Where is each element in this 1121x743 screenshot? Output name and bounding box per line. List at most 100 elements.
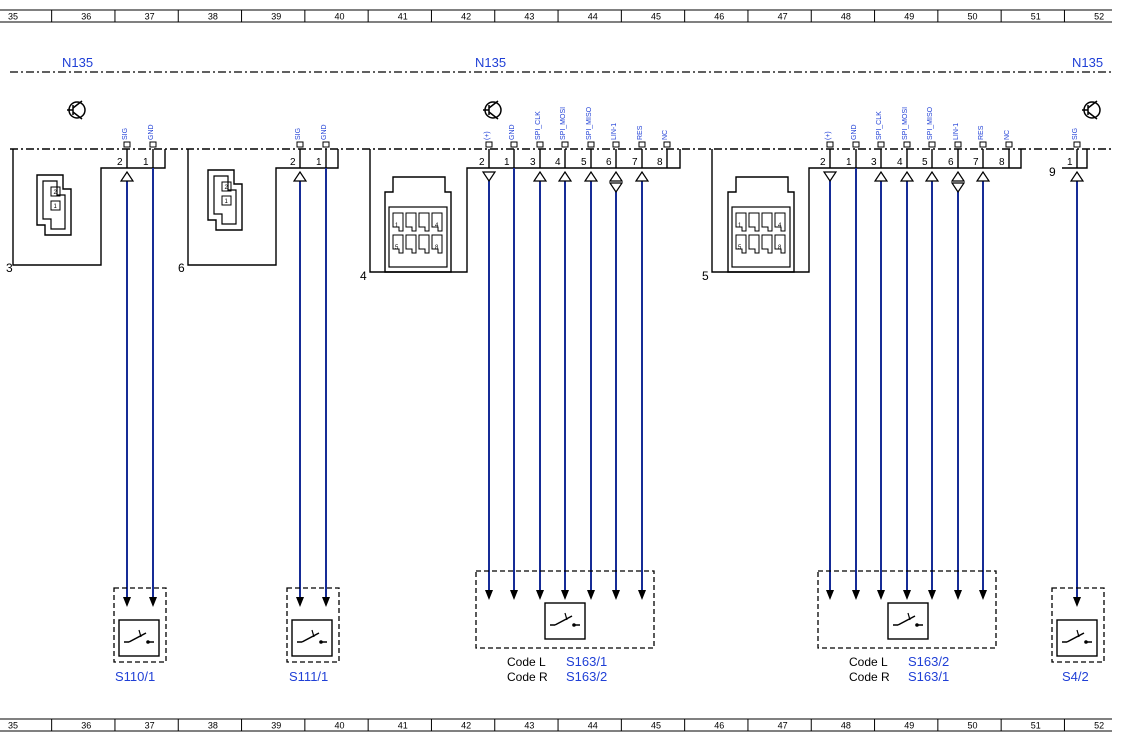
module-label-center: N135 <box>475 55 506 70</box>
housing-pin-number: 1 <box>54 204 58 210</box>
pin-contact <box>510 141 518 148</box>
ruler-labels: 3535363637373838393940404141424243434444… <box>8 10 1104 731</box>
ruler-top <box>0 9 1112 23</box>
switch-body <box>887 602 929 640</box>
device-boundary <box>113 587 167 663</box>
ruler-number-top: 51 <box>1031 12 1041 22</box>
housing-pin-number: 1 <box>225 199 229 205</box>
pin-4-8: NC8 <box>657 130 671 168</box>
pin-4-4: SPI_MOSI 4 <box>555 107 573 182</box>
code-l-value: S163/2 <box>908 654 949 669</box>
ruler-number-bottom: 43 <box>524 721 534 731</box>
signal-bidirectional-arrow <box>950 182 966 194</box>
ruler-number-top: 47 <box>778 12 788 22</box>
pin-contact <box>587 141 595 148</box>
connector-outline <box>1062 149 1088 169</box>
module-label-left: N135 <box>62 55 93 70</box>
pin-name: (+) <box>825 131 832 140</box>
pin-contact <box>485 141 493 148</box>
pin-4-2: (+)2 <box>479 131 497 183</box>
pin-number: 5 <box>581 157 587 168</box>
device-S4_2: S4/2 <box>1051 587 1105 684</box>
pin-5-8: NC8 <box>999 130 1013 168</box>
pin-contact <box>852 141 860 148</box>
ruler-number-top: 43 <box>524 12 534 22</box>
ruler-bottom <box>0 718 1112 732</box>
ruler-number-bottom: 40 <box>335 721 345 731</box>
pin-name: GND <box>321 124 328 140</box>
switch-actuator <box>1076 629 1080 638</box>
pin-contact <box>561 141 569 148</box>
pin-name: SIG <box>295 128 302 140</box>
transistor-icon <box>483 100 502 120</box>
pin-number: 8 <box>999 157 1005 168</box>
pin-contact <box>638 141 646 148</box>
housing-cavity <box>761 212 773 232</box>
wire-end-arrow <box>322 597 330 607</box>
housing-cavity <box>774 234 786 254</box>
switch-icon <box>887 602 929 640</box>
ruler-number-top: 42 <box>461 12 471 22</box>
connector-9: 9 <box>1049 149 1088 179</box>
ruler-number-bottom: 50 <box>968 721 978 731</box>
pin-number: 1 <box>316 157 322 168</box>
switch-icon <box>1056 619 1098 657</box>
pin-name: SPI_MISO <box>927 106 934 140</box>
housing-body <box>727 176 795 273</box>
ruler-number-top: 38 <box>208 12 218 22</box>
pin-number: 2 <box>820 157 826 168</box>
pin-number: 4 <box>555 157 561 168</box>
switch-body <box>291 619 333 657</box>
ruler-number-top: 35 <box>8 12 18 22</box>
pins: SIG2GND1SIG2GND1(+)2GND1SPI_CLK3SPI_MOSI… <box>117 106 1085 194</box>
housing-cavity <box>431 212 443 232</box>
housing-cavity <box>392 212 404 232</box>
pin-name: RES <box>637 125 644 140</box>
pin-number: 1 <box>143 157 149 168</box>
ruler-number-bottom: 47 <box>778 721 788 731</box>
pin-number: 7 <box>973 157 979 168</box>
housing-pin <box>50 200 61 211</box>
device-label: S111/1 <box>289 669 328 684</box>
wires <box>123 168 1081 607</box>
ruler-number-top: 39 <box>271 12 281 22</box>
connector-outline <box>369 149 681 273</box>
wire-end-arrow <box>510 590 518 600</box>
housing-pin-number: 4 <box>435 223 439 229</box>
ruler-number-bottom: 37 <box>145 721 155 731</box>
signal-input-arrow <box>1069 170 1085 182</box>
device-boundary <box>1051 587 1105 663</box>
pin-number: 1 <box>846 157 852 168</box>
housing-cavity <box>735 212 747 232</box>
ruler-number-top: 41 <box>398 12 408 22</box>
pin-name: GND <box>509 124 516 140</box>
device-label: S4/2 <box>1062 669 1089 684</box>
switch-icon <box>544 602 586 640</box>
wire-end-arrow <box>536 590 544 600</box>
pin-name: RES <box>978 125 985 140</box>
housing-cavity <box>418 234 430 254</box>
pin-name: SPI_MISO <box>586 106 593 140</box>
housing-pin <box>50 186 61 197</box>
ruler-number-top: 46 <box>714 12 724 22</box>
housing-cavity <box>405 234 417 254</box>
pin-name: SPI_MOSI <box>560 107 567 140</box>
housing-pin <box>221 195 232 206</box>
wire-end-arrow <box>561 590 569 600</box>
wire-end-arrow <box>149 597 157 607</box>
ruler-number-bottom: 52 <box>1094 721 1104 731</box>
signal-bidirectional-arrow <box>608 170 624 182</box>
housing-body <box>384 176 452 273</box>
ruler-number-bottom: 38 <box>208 721 218 731</box>
housing-cavity <box>774 212 786 232</box>
